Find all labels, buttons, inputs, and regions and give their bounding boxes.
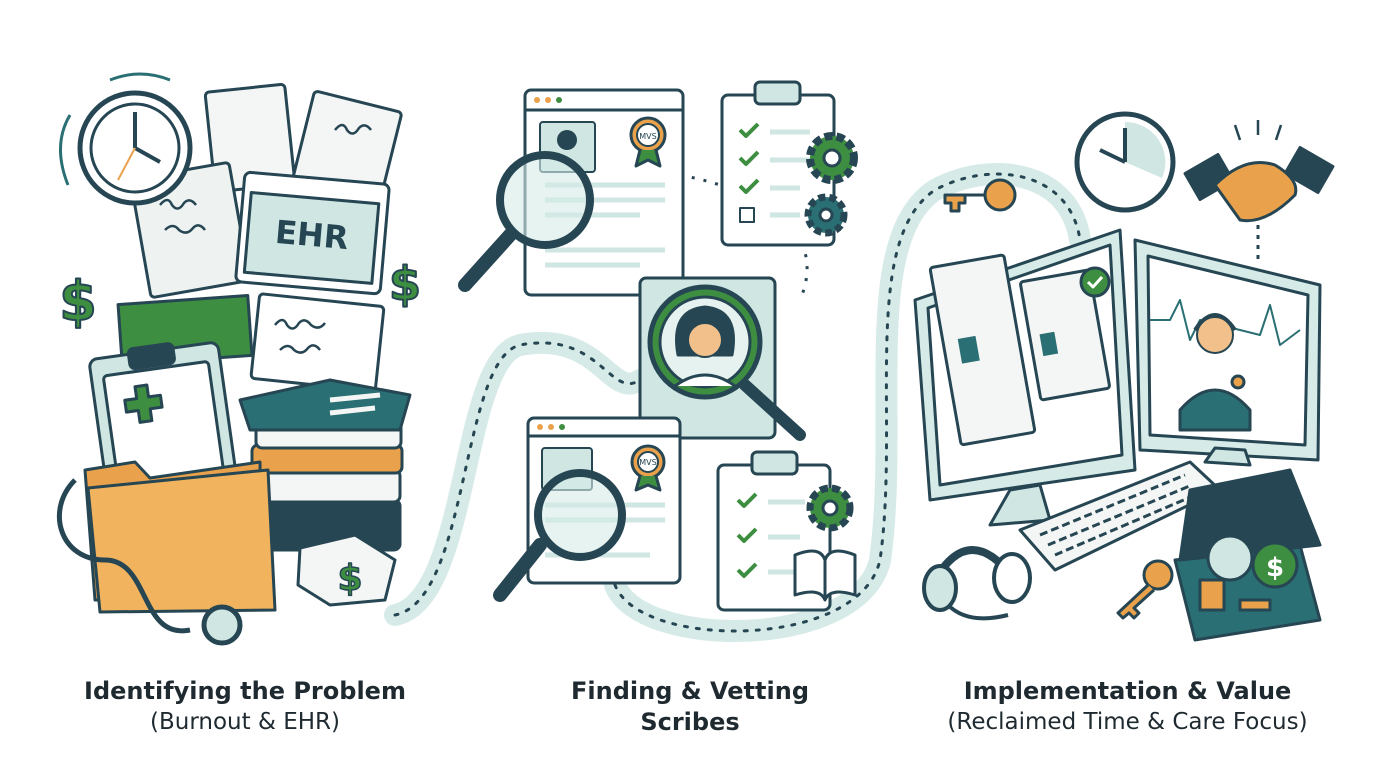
scribe-portrait — [638, 276, 806, 441]
magnifier-icon — [493, 469, 626, 602]
stage3-title: Implementation & Value — [963, 677, 1292, 705]
crumpled-bill — [296, 533, 397, 607]
stage1-title: Identifying the Problem — [84, 677, 406, 705]
gear-icon — [806, 132, 858, 184]
magnifier-icon — [458, 151, 594, 292]
ehr-screen: EHR — [234, 170, 391, 296]
gear-icon — [804, 193, 848, 237]
gear-icon — [806, 484, 854, 532]
stethoscope-icon — [56, 478, 243, 646]
monitor-telehealth — [1133, 238, 1322, 467]
dollar-icon: $ — [389, 257, 421, 311]
stage2-caption: Finding & Vetting Scribes — [520, 676, 860, 738]
dollar-icon: $ — [1266, 553, 1284, 583]
clock-icon — [58, 72, 193, 206]
ehr-label: EHR — [274, 213, 350, 257]
mvs-badge: MVS — [639, 132, 656, 141]
mvs-badge: MVS — [639, 458, 656, 467]
stage1-subtitle: (Burnout & EHR) — [150, 709, 340, 735]
key-icon — [943, 178, 1017, 213]
treasure-chest-icon: $ — [1173, 468, 1322, 642]
clock-icon — [1074, 111, 1176, 213]
stage2-illustration: MVS — [458, 80, 858, 612]
stage3-caption: Implementation & Value (Reclaimed Time &… — [905, 676, 1350, 738]
stage2-title: Finding & Vetting — [571, 677, 809, 705]
dollar-icon: $ — [59, 270, 97, 333]
stage3-illustration: $ — [913, 111, 1335, 642]
stage3-subtitle: (Reclaimed Time & Care Focus) — [947, 709, 1308, 735]
key-icon — [1116, 559, 1174, 620]
handshake-icon — [1183, 120, 1335, 265]
folder-icon — [83, 460, 277, 614]
paper — [249, 292, 386, 393]
headset-icon — [922, 546, 1032, 621]
stage1-illustration: EHR — [56, 72, 422, 646]
book-stack — [238, 378, 412, 552]
book-icon — [793, 549, 857, 602]
stage1-caption: Identifying the Problem (Burnout & EHR) — [40, 676, 450, 738]
dollar-icon: $ — [337, 558, 362, 599]
stage2-subtitle: Scribes — [640, 708, 740, 736]
monitor-main — [913, 228, 1137, 527]
